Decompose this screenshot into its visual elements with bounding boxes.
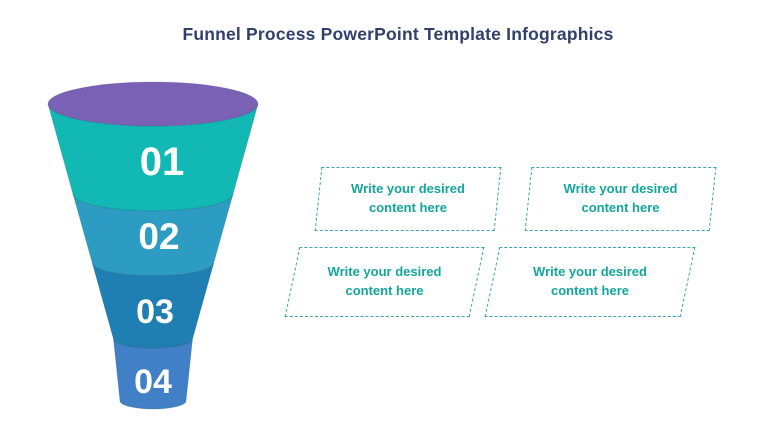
funnel-top-ellipse <box>47 81 259 127</box>
content-box-4-line2: content here <box>550 283 629 298</box>
content-box-1[interactable]: Write your desired content here <box>314 167 502 231</box>
content-box-1-line1: Write your desired <box>351 181 465 197</box>
content-box-2[interactable]: Write your desired content here <box>524 167 717 231</box>
page-title: Funnel Process PowerPoint Template Infog… <box>182 24 614 44</box>
content-box-2-line1: Write your desired <box>563 181 678 197</box>
funnel-graphic: 01 02 03 04 <box>40 76 280 421</box>
funnel-number-3: 03 <box>136 293 174 331</box>
content-box-2-line2: content here <box>581 200 660 215</box>
content-box-1-line2: content here <box>368 200 447 215</box>
content-box-4-line1: Write your desired <box>533 264 647 280</box>
funnel-segment-4 <box>113 338 193 410</box>
content-box-4-text: Write your desired content here <box>492 247 688 317</box>
content-box-3[interactable]: Write your desired content here <box>284 247 485 317</box>
funnel-segment-2 <box>72 193 234 277</box>
funnel-number-2: 02 <box>138 216 179 257</box>
content-box-3-line1: Write your desired <box>327 264 442 280</box>
funnel-number-1: 01 <box>140 140 185 184</box>
content-box-3-text: Write your desired content here <box>292 247 477 317</box>
funnel-number-4: 04 <box>134 363 172 401</box>
content-box-4[interactable]: Write your desired content here <box>484 247 696 317</box>
content-box-3-line2: content here <box>345 283 424 298</box>
content-box-2-text: Write your desired content here <box>528 167 713 231</box>
content-box-1-text: Write your desired content here <box>318 167 498 231</box>
funnel-svg: 01 02 03 04 <box>47 81 259 410</box>
